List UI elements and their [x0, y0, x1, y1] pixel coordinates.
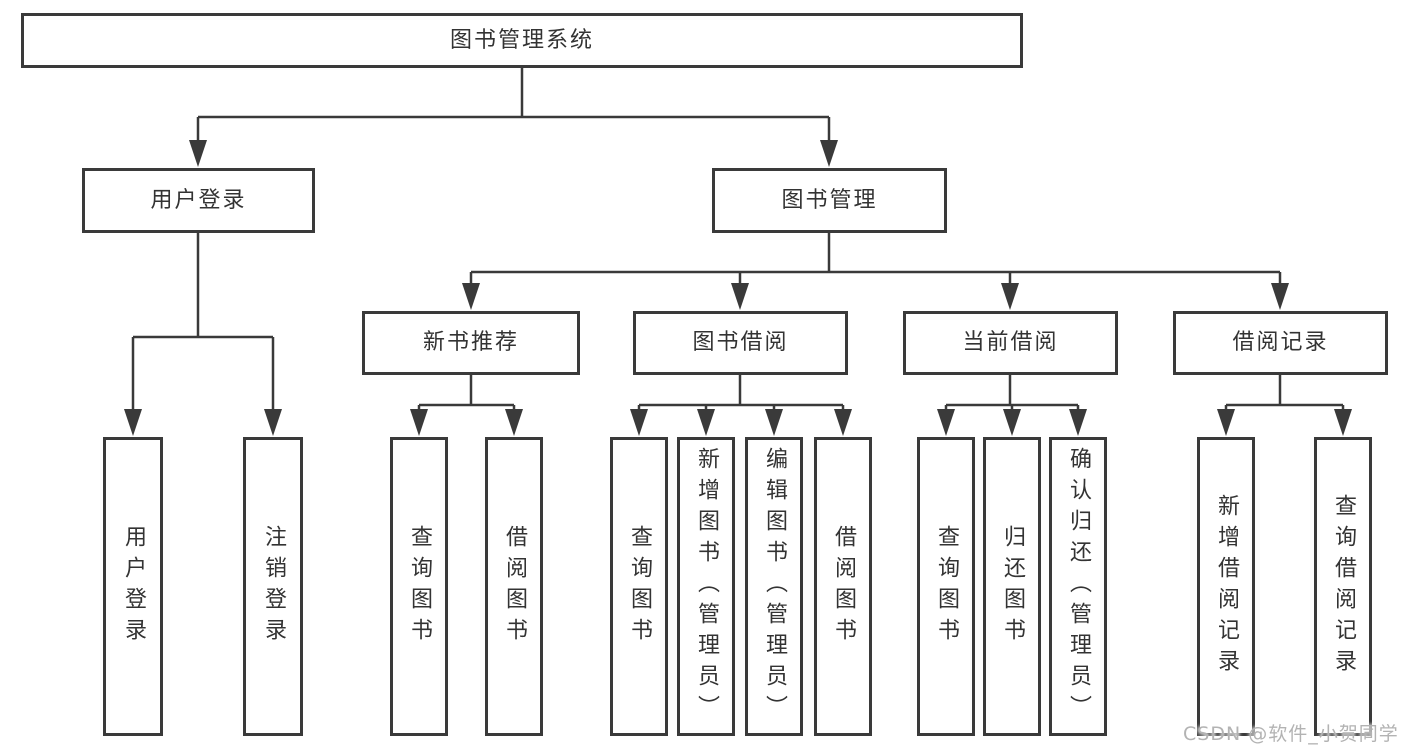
node-borrow-records: 借阅记录	[1173, 311, 1388, 375]
leaf-bb-add-books-admin: 新增图书（管理员）	[677, 437, 735, 736]
leaf-nb-borrow-books: 借阅图书	[485, 437, 543, 736]
leaf-bb-edit-books-admin: 编辑图书（管理员）	[745, 437, 803, 736]
node-new-book-recommend: 新书推荐	[362, 311, 580, 375]
leaf-cb-confirm-return-admin: 确认归还（管理员）	[1049, 437, 1107, 736]
leaf-cb-query-books: 查询图书	[917, 437, 975, 736]
node-user-login: 用户登录	[82, 168, 315, 233]
node-current-borrow: 当前借阅	[903, 311, 1118, 375]
leaf-bb-query-books: 查询图书	[610, 437, 668, 736]
node-library-system: 图书管理系统	[21, 13, 1023, 68]
leaf-nb-query-books: 查询图书	[390, 437, 448, 736]
csdn-watermark: CSDN @软件_小贺同学	[1183, 723, 1399, 745]
node-book-borrow: 图书借阅	[633, 311, 848, 375]
node-book-management: 图书管理	[712, 168, 947, 233]
leaf-bb-borrow-books: 借阅图书	[814, 437, 872, 736]
leaf-br-query-record: 查询借阅记录	[1314, 437, 1372, 736]
leaf-br-add-record: 新增借阅记录	[1197, 437, 1255, 736]
leaf-cb-return-books: 归还图书	[983, 437, 1041, 736]
leaf-user-login: 用户登录	[103, 437, 163, 736]
leaf-logout: 注销登录	[243, 437, 303, 736]
